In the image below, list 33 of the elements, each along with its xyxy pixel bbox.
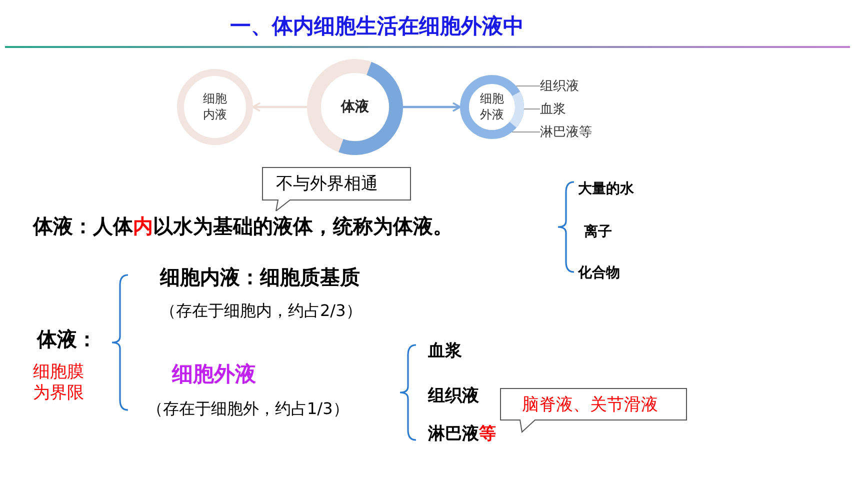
sentence-text: 以水为基础的液体，统称为体液。 bbox=[153, 214, 453, 239]
list-item: 化合物 bbox=[578, 265, 620, 282]
heading-text: 细胞内液：细胞质基质 bbox=[160, 265, 360, 290]
list-item: 组织液 bbox=[428, 386, 479, 408]
arrow bbox=[403, 102, 461, 112]
highlighted-word: 内 bbox=[133, 214, 153, 239]
title: 一、体内细胞生活在细胞外液中 bbox=[230, 13, 524, 40]
list-item: 血浆 bbox=[428, 341, 462, 362]
note-text: 细胞膜为界限 bbox=[33, 362, 85, 404]
list-item: 大量的水 bbox=[578, 181, 634, 198]
ring-chart bbox=[307, 59, 403, 155]
callout-text: 脑脊液、关节滑液 bbox=[522, 394, 658, 416]
arrow bbox=[252, 102, 307, 112]
ring-chart bbox=[177, 69, 253, 145]
note-text: （存在于细胞内，约占2/3） bbox=[160, 301, 362, 321]
leader-line bbox=[523, 108, 540, 110]
heading-text: 体液： bbox=[37, 327, 97, 352]
ring-chart bbox=[460, 75, 524, 139]
list-item: 离子 bbox=[584, 224, 612, 242]
list-item: 淋巴液 bbox=[428, 424, 479, 446]
ring-label: 细胞外液 bbox=[480, 91, 504, 123]
annotation-label: 血浆 bbox=[540, 100, 570, 118]
ring-label: 细胞内液 bbox=[203, 91, 227, 123]
callout-box bbox=[262, 167, 411, 211]
highlighted-word: 等 bbox=[479, 424, 496, 446]
heading-text: 细胞外液 bbox=[172, 361, 256, 388]
ring-label: 体液 bbox=[341, 98, 369, 116]
annotation-label: 组织液 bbox=[540, 77, 584, 95]
sentence-text: 体液：人体 bbox=[33, 214, 133, 239]
note-text: （存在于细胞外，约占1/3） bbox=[147, 399, 349, 419]
callout-box bbox=[500, 388, 687, 433]
callout-text: 不与外界相通 bbox=[276, 173, 378, 195]
annotation-label: 淋巴液等 bbox=[540, 123, 598, 141]
